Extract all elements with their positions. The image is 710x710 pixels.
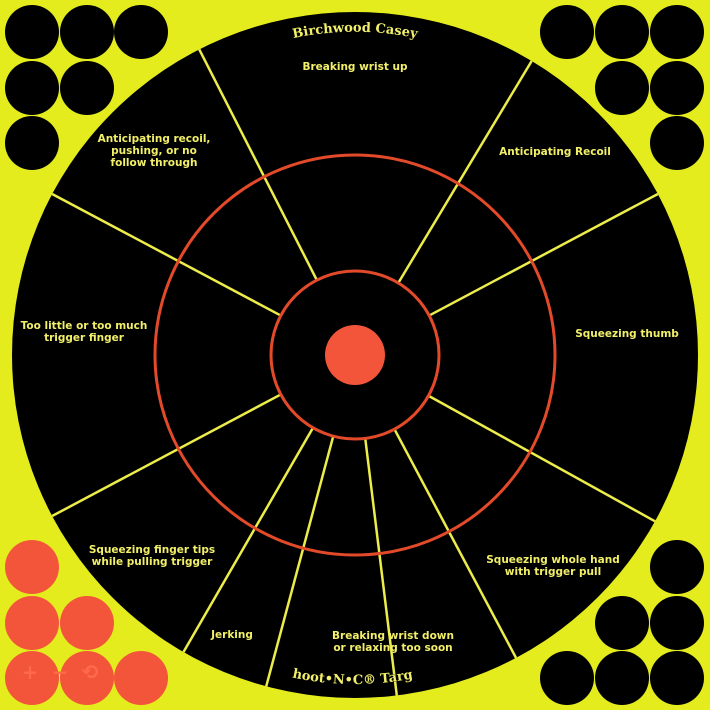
zone-label-anticipating-recoil: Anticipating Recoil <box>499 146 611 158</box>
zone-labels: Breaking wrist up Anticipating Recoil Sq… <box>21 61 680 654</box>
sticker-dot-black <box>5 5 59 59</box>
sticker-dot-black <box>650 540 704 594</box>
sticker-dot-red <box>60 596 114 650</box>
outer-red-ring <box>153 153 557 557</box>
sticker-dots-top-left <box>5 5 168 170</box>
inner-red-ring <box>269 269 441 441</box>
zone-label-breaking-wrist-up: Breaking wrist up <box>302 61 407 73</box>
bullseye <box>325 325 385 385</box>
sticker-dot-black <box>650 116 704 170</box>
sticker-dot-black <box>650 651 704 705</box>
sticker-dot-red <box>5 651 59 705</box>
sticker-dot-black <box>650 61 704 115</box>
brand-top-label: Birchwood Casey <box>291 21 419 42</box>
zone-divider-line <box>427 394 656 523</box>
zoom-out-button[interactable]: − <box>51 660 69 684</box>
sticker-dot-black <box>540 651 594 705</box>
zone-divider-line <box>198 48 318 281</box>
zoom-in-button[interactable]: + <box>21 660 39 684</box>
sticker-dot-black <box>5 116 59 170</box>
zone-divider-line <box>393 428 518 659</box>
sticker-dot-black <box>595 5 649 59</box>
reset-zoom-button[interactable]: ⟲ <box>81 660 99 684</box>
zone-divider-line <box>51 393 282 518</box>
zone-divider-line <box>363 438 399 696</box>
sticker-dot-black <box>650 5 704 59</box>
sticker-dot-red <box>114 651 168 705</box>
sticker-dot-black <box>5 61 59 115</box>
zone-divider-line <box>428 192 659 317</box>
zone-label-jerking: Jerking <box>210 629 253 641</box>
sticker-dot-black <box>60 5 114 59</box>
sticker-dot-black <box>114 5 168 59</box>
zone-divider-line <box>51 192 282 317</box>
sticker-dot-black <box>540 5 594 59</box>
sticker-dot-red <box>5 540 59 594</box>
sticker-dot-black <box>650 596 704 650</box>
sticker-dots-bottom-right <box>540 540 704 705</box>
sticker-dots-bottom-left <box>5 540 168 705</box>
sticker-dots-top-right <box>540 5 704 170</box>
zone-label-squeezing-thumb: Squeezing thumb <box>575 328 679 340</box>
sticker-dot-black <box>60 61 114 115</box>
zone-divider-line <box>397 60 533 284</box>
sticker-dot-black <box>595 651 649 705</box>
sticker-dot-red <box>5 596 59 650</box>
sticker-dot-black <box>595 61 649 115</box>
zone-divider-lines <box>51 48 659 696</box>
zone-divider-line <box>265 435 335 687</box>
zone-divider-line <box>182 427 315 653</box>
sticker-dot-red <box>60 651 114 705</box>
zoom-controls: + − ⟲ <box>18 660 102 684</box>
sticker-dot-black <box>595 596 649 650</box>
